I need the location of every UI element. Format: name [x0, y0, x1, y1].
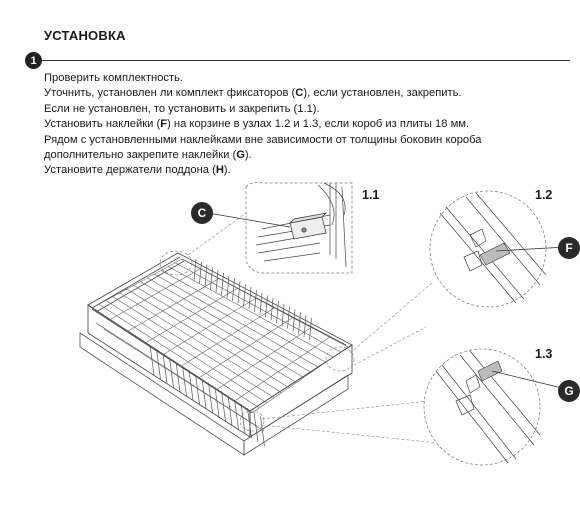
sticker-f-zone — [479, 242, 511, 266]
instruction-line: Уточнить, установлен ли комплект фиксато… — [44, 86, 574, 101]
detail-1-3 — [423, 348, 567, 466]
instruction-line: Проверить комплектность. — [44, 71, 574, 86]
instruction-fragment: дополнительно закрепите наклейки ( — [44, 149, 237, 162]
instruction-fragment: ). — [223, 164, 231, 177]
detail-1-2 — [429, 190, 567, 308]
instruction-line: Если не установлен, то установить и закр… — [44, 102, 574, 117]
instruction-fragment: ). — [244, 149, 252, 162]
part-code: G — [236, 149, 245, 162]
instruction-text: Проверить комплектность. Уточнить, устано… — [44, 71, 574, 179]
sticker-g-zone — [477, 360, 503, 382]
callout-ring-1-3 — [239, 410, 265, 432]
instruction-line: Рядом с установленными наклейками вне за… — [44, 133, 574, 148]
instruction-line: дополнительно закрепите наклейки (G). — [44, 148, 574, 163]
part-code: H — [215, 164, 224, 177]
rack-right-side — [249, 344, 353, 438]
part-code: C — [295, 87, 304, 100]
rack-front-side — [87, 304, 251, 438]
detail-label-1-3: 1.3 — [535, 347, 553, 361]
dish-rack-illustration — [79, 182, 567, 466]
instruction-fragment: Установить наклейки ( — [44, 118, 161, 131]
part-code: F — [160, 118, 168, 131]
callout-g: G — [558, 380, 580, 402]
detail-label-1-1: 1.1 — [362, 188, 380, 202]
instruction-line: Установите держатели поддона (H). — [44, 163, 574, 178]
callout-ring-1-1 — [159, 250, 193, 276]
instruction-fragment: Проверить комплектность. — [44, 72, 183, 84]
rack-wire-grid — [91, 258, 349, 414]
instruction-fragment: Если не установлен, то установить и закр… — [44, 102, 320, 115]
callout-c: C — [191, 202, 213, 224]
callout-f: F — [558, 237, 580, 259]
step-divider — [34, 60, 570, 61]
instruction-fragment: ), если установлен, закрепить. — [303, 87, 462, 100]
assembly-figure: 1.1 1.2 1.3 C F G — [0, 175, 580, 500]
instruction-line: Установить наклейки (F) на корзине в узл… — [44, 117, 574, 132]
instruction-fragment: Уточнить, установлен ли комплект фиксато… — [44, 87, 296, 100]
instruction-fragment: Установите держатели поддона ( — [44, 164, 216, 177]
detail-1-1 — [245, 182, 353, 274]
instruction-fragment: Рядом с установленными наклейками вне за… — [44, 133, 482, 146]
detail-label-1-2: 1.2 — [535, 188, 553, 202]
callout-ring-1-2 — [325, 346, 355, 372]
instruction-fragment: ) на корзине в узлах 1.2 и 1.3, если кор… — [167, 118, 470, 131]
section-heading: УСТАНОВКА — [44, 28, 126, 43]
step-number-badge: 1 — [25, 52, 42, 69]
